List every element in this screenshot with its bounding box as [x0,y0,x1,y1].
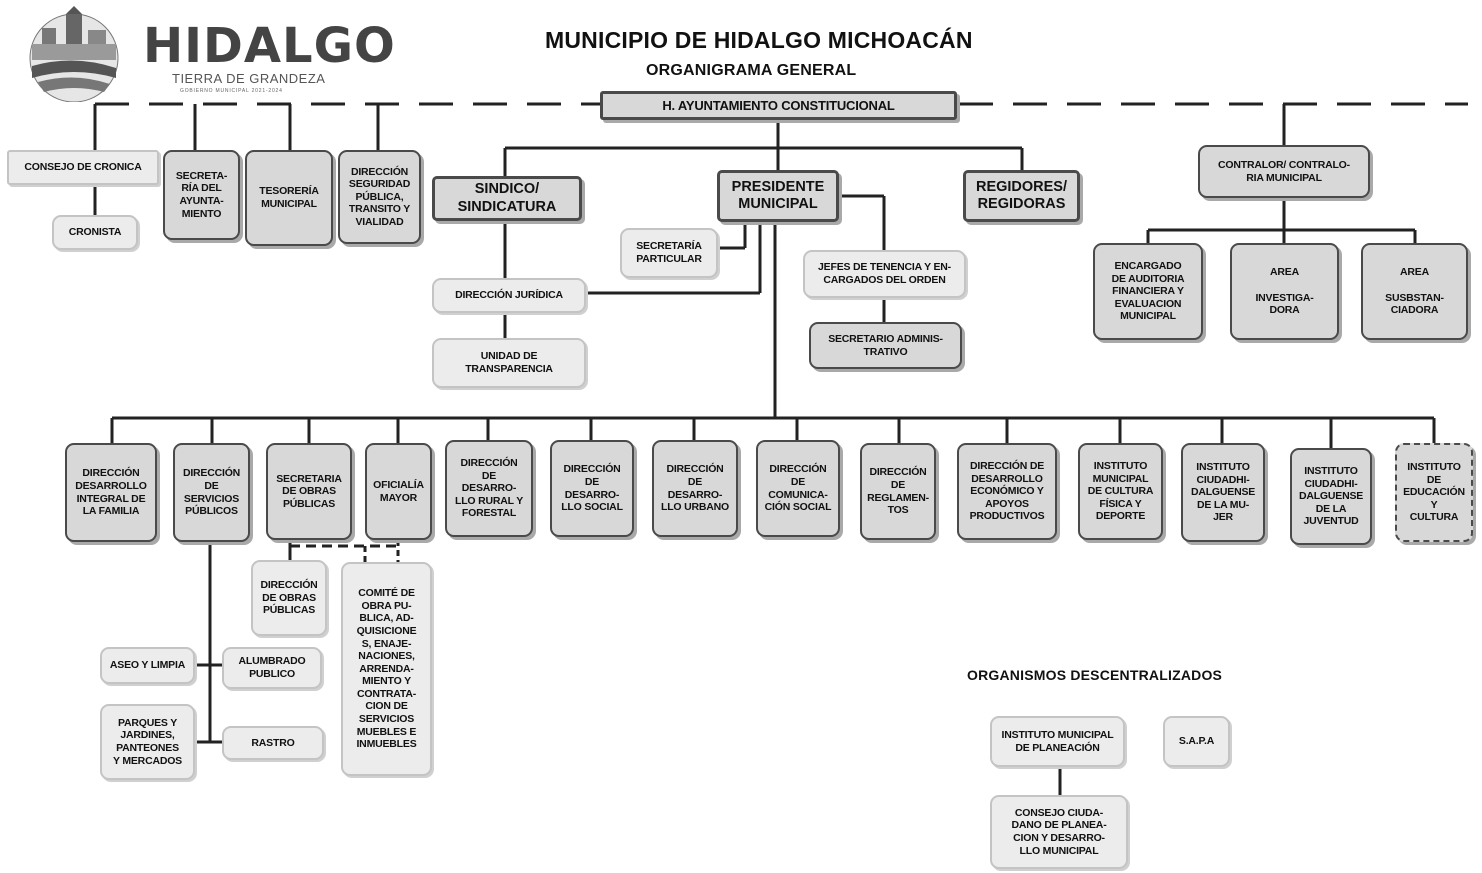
node-ayuntamiento: H. AYUNTAMIENTO CONSTITUCIONAL [600,91,957,120]
node-tesoreria: TESORERÍA MUNICIPAL [245,150,333,246]
node-oficialia-mayor: OFICIALÍA MAYOR [365,443,432,540]
node-implan: INSTITUTO MUNICIPAL DE PLANEACIÓN [990,716,1125,767]
logo-wordmark: HIDALGO [143,18,396,74]
node-instituto-mujer: INSTITUTO CIUDADHI- DALGUENSE DE LA MU- … [1181,443,1265,542]
node-instituto-juventud: INSTITUTO CIUDADHI- DALGUENSE DE LA JUVE… [1290,448,1372,545]
node-desarrollo-economico: DIRECCIÓN DE DESARROLLO ECONÓMICO Y APOY… [957,443,1057,540]
node-sindico: SINDICO/ SINDICATURA [432,176,582,221]
node-consejo-planeacion: CONSEJO CIUDA- DANO DE PLANEA- CION Y DE… [990,795,1128,869]
node-reglamentos: DIRECCIÓN DE REGLAMEN- TOS [860,443,936,540]
node-desarrollo-rural: DIRECCIÓN DE DESARRO- LLO RURAL Y FOREST… [445,440,533,537]
node-contralor: CONTRALOR/ CONTRALO- RIA MUNICIPAL [1198,145,1370,198]
town-emblem-icon [29,6,119,102]
node-consejo-cronica: CONSEJO DE CRONICA [7,150,159,185]
node-instituto-educacion: INSTITUTO DE EDUCACIÓN Y CULTURA [1395,443,1473,542]
node-rastro: RASTRO [222,726,324,760]
node-secretaria-ayuntamiento: SECRETA- RÍA DEL AYUNTA- MIENTO [163,150,240,240]
node-seguridad: DIRECCIÓN SEGURIDAD PÚBLICA, TRANSITO Y … [338,150,421,244]
node-dif: DIRECCIÓN DESARROLLO INTEGRAL DE LA FAMI… [65,443,157,542]
logo-tagline: TIERRA DE GRANDEZA [172,71,326,86]
node-servicios-publicos: DIRECCIÓN DE SERVICIOS PÚBLICOS [173,443,250,542]
node-jefes-tenencia: JEFES DE TENENCIA Y EN- CARGADOS DEL ORD… [803,250,966,298]
node-direccion-obras: DIRECCIÓN DE OBRAS PÚBLICAS [251,560,327,636]
node-regidores: REGIDORES/ REGIDORAS [963,170,1080,222]
node-alumbrado: ALUMBRADO PUBLICO [222,647,322,689]
node-aseo-limpia: ASEO Y LIMPIA [100,647,195,684]
node-presidente: PRESIDENTE MUNICIPAL [717,170,839,222]
page-subtitle: ORGANIGRAMA GENERAL [646,62,857,79]
node-parques: PARQUES Y JARDINES, PANTEONES Y MERCADOS [100,704,195,780]
node-secretaria-particular: SECRETARÍA PARTICULAR [620,228,718,278]
node-area-investigadora: AREA INVESTIGA- DORA [1230,243,1339,340]
section-label-descentralizados: ORGANISMOS DESCENTRALIZADOS [967,667,1223,683]
node-desarrollo-urbano: DIRECCIÓN DE DESARRO- LLO URBANO [652,440,738,537]
node-auditoria: ENCARGADO DE AUDITORIA FINANCIERA Y EVAL… [1093,243,1203,340]
node-sapa: S.A.P.A [1163,716,1230,767]
node-comunicacion-social: DIRECCIÓN DE COMUNICA- CIÓN SOCIAL [756,440,840,537]
node-area-substanciadora: AREA SUSBSTAN- CIADORA [1361,243,1468,340]
node-direccion-juridica: DIRECCIÓN JURÍDICA [432,278,586,313]
node-unidad-transparencia: UNIDAD DE TRANSPARENCIA [432,338,586,388]
logo-government-caption: GOBIERNO MUNICIPAL 2021-2024 [180,88,283,94]
node-comite-obra: COMITÉ DE OBRA PU- BLICA, AD- QUISICIONE… [341,562,432,776]
node-cronista: CRONISTA [52,215,138,250]
node-instituto-cultura-fisica: INSTITUTO MUNICIPAL DE CULTURA FÍSICA Y … [1078,443,1163,540]
node-secretario-administrativo: SECRETARIO ADMINIS- TRATIVO [809,322,962,369]
node-desarrollo-social: DIRECCIÓN DE DESARRO- LLO SOCIAL [550,440,634,537]
page-title: MUNICIPIO DE HIDALGO MICHOACÁN [545,27,973,53]
node-secretaria-obras: SECRETARIA DE OBRAS PÚBLICAS [266,443,352,540]
